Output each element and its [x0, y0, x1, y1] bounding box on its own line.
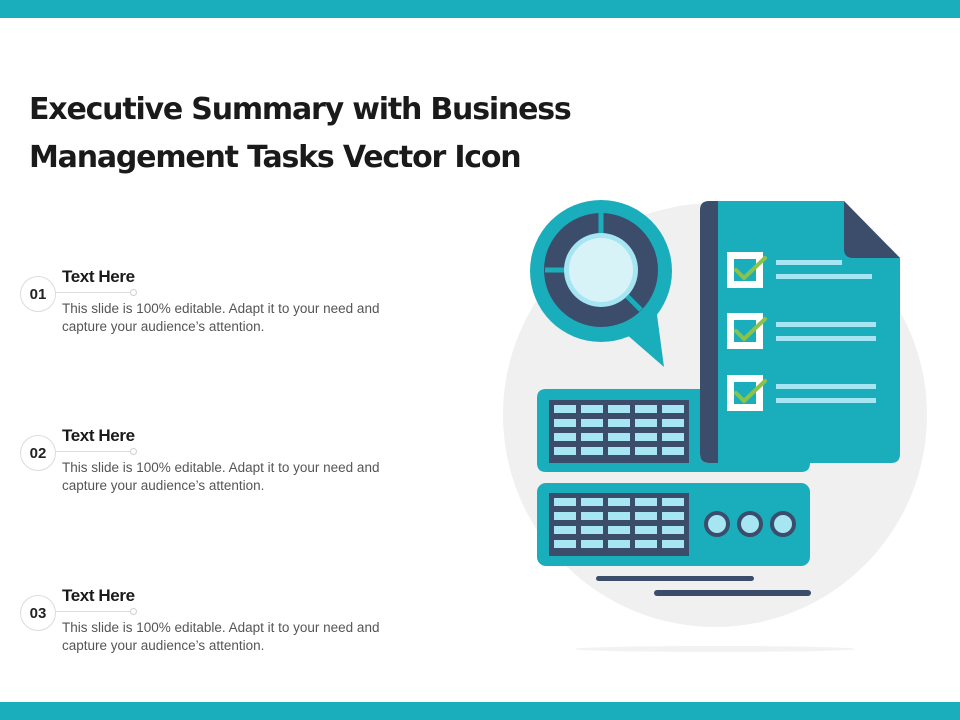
item-body: This slide is 100% editable. Adapt it to…: [62, 619, 422, 655]
summary-item-1: 01 Text Here This slide is 100% editable…: [20, 267, 420, 347]
title-line-2: Management Tasks Vector Icon: [29, 140, 522, 175]
connector-dot: [130, 289, 137, 296]
item-body-line-2: capture your audience’s attention.: [62, 319, 265, 334]
checklist-document-icon: [700, 201, 900, 463]
item-body-line-1: This slide is 100% editable. Adapt it to…: [62, 460, 380, 475]
checklist-lines: [776, 260, 876, 403]
item-number: 03: [20, 595, 56, 631]
item-number: 02: [20, 435, 56, 471]
connector-dot: [130, 608, 137, 615]
base-lines: [596, 576, 811, 596]
connector-line: [56, 451, 132, 452]
keyboard-icon: [537, 389, 810, 472]
item-body-line-2: capture your audience’s attention.: [62, 478, 265, 493]
checkbox-2: [727, 313, 767, 349]
connector-line: [56, 292, 132, 293]
checkbox-1: [727, 252, 767, 288]
donut-chart-speech-bubble-icon: [530, 200, 672, 367]
connector-dot: [130, 448, 137, 455]
ground-shadow: [575, 646, 855, 652]
bottom-accent-bar: [0, 702, 960, 720]
summary-item-2: 02 Text Here This slide is 100% editable…: [20, 426, 420, 506]
checkbox-3: [727, 375, 767, 411]
summary-item-3: 03 Text Here This slide is 100% editable…: [20, 586, 420, 666]
server-indicator-lights: [704, 511, 796, 537]
business-management-illustration: [503, 200, 927, 652]
title-line-1: Executive Summary with Business: [29, 92, 572, 127]
connector-line: [56, 611, 132, 612]
server-icon: [537, 483, 810, 566]
item-body: This slide is 100% editable. Adapt it to…: [62, 459, 422, 495]
item-body-line-1: This slide is 100% editable. Adapt it to…: [62, 301, 380, 316]
item-heading: Text Here: [62, 586, 135, 605]
item-heading: Text Here: [62, 426, 135, 445]
item-body-line-2: capture your audience’s attention.: [62, 638, 265, 653]
slide-title: Executive Summary with Business Manageme…: [29, 86, 572, 182]
item-body: This slide is 100% editable. Adapt it to…: [62, 300, 422, 336]
item-heading: Text Here: [62, 267, 135, 286]
item-body-line-1: This slide is 100% editable. Adapt it to…: [62, 620, 380, 635]
top-accent-bar: [0, 0, 960, 18]
item-number: 01: [20, 276, 56, 312]
